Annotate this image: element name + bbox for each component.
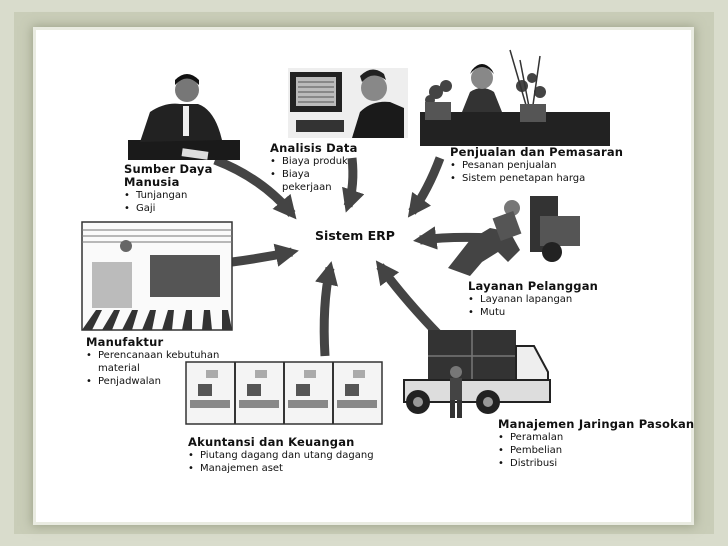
module-title: Akuntansi dan Keuangan: [188, 435, 355, 449]
arrow-penjualan: [407, 156, 445, 218]
service-illustration: [448, 196, 580, 276]
hr-illustration: [128, 74, 240, 160]
module-title: Penjualan dan Pemasaran: [450, 145, 624, 159]
arrow-akuntansi: [315, 261, 338, 357]
module-penjualan: Penjualan dan Pemasaran Pesanan penjuala…: [450, 145, 624, 186]
module-akuntansi: Akuntansi dan Keuangan Piutang dagang da…: [188, 435, 374, 476]
supply-chain-illustration: [403, 330, 551, 418]
arrow-sdm: [213, 155, 297, 220]
arrow-jaringan: [375, 260, 444, 340]
module-layanan: Layanan Pelanggan Layanan lapangan Mutu: [468, 279, 599, 320]
module-item: Pesanan penjualan: [450, 159, 623, 172]
module-item: Peramalan: [498, 431, 694, 444]
module-title: Sumber Daya: [124, 162, 213, 176]
module-item: Layanan lapangan: [468, 293, 598, 306]
erp-center-label: Sistem ERP: [315, 228, 395, 243]
module-item: Mutu: [468, 306, 598, 319]
module-item: Distribusi: [498, 457, 694, 470]
module-item: Penjadwalan: [86, 375, 219, 388]
manufacturing-illustration: [81, 221, 233, 331]
module-sdm: Sumber Daya Manusia Tunjangan Gaji: [124, 162, 213, 216]
arrow-manufaktur: [231, 243, 299, 267]
accounting-illustration: [185, 361, 383, 425]
module-item: Pembelian: [498, 444, 694, 457]
module-item: Perencanaan kebutuhan: [86, 349, 219, 362]
module-item: Sistem penetapan harga: [450, 172, 623, 185]
sales-illustration: [420, 49, 610, 146]
module-title: Layanan Pelanggan: [468, 279, 599, 293]
module-title: Manusia: [124, 175, 180, 189]
module-analisis: Analisis Data Biaya produk Biaya pekerja…: [270, 142, 358, 194]
module-item-continued: material: [98, 363, 140, 374]
module-item: Gaji: [124, 202, 213, 215]
module-item: Biaya produk: [270, 155, 358, 168]
module-item: Biaya: [270, 168, 358, 181]
flow-arrows: [213, 155, 493, 357]
module-title: Manajemen Jaringan Pasokan: [498, 417, 695, 431]
module-title: Manufaktur: [86, 335, 164, 349]
module-manufaktur: Manufaktur Perencanaan kebutuhan materia…: [86, 335, 219, 389]
module-item: Piutang dagang dan utang dagang: [188, 449, 374, 462]
data-analysis-illustration: [288, 68, 408, 138]
module-item-continued: pekerjaan: [282, 182, 332, 193]
module-jaringan: Manajemen Jaringan Pasokan Peramalan Pem…: [498, 417, 695, 471]
module-item: Tunjangan: [124, 189, 213, 202]
module-item: Manajemen aset: [188, 462, 374, 475]
module-title: Analisis Data: [270, 141, 358, 155]
